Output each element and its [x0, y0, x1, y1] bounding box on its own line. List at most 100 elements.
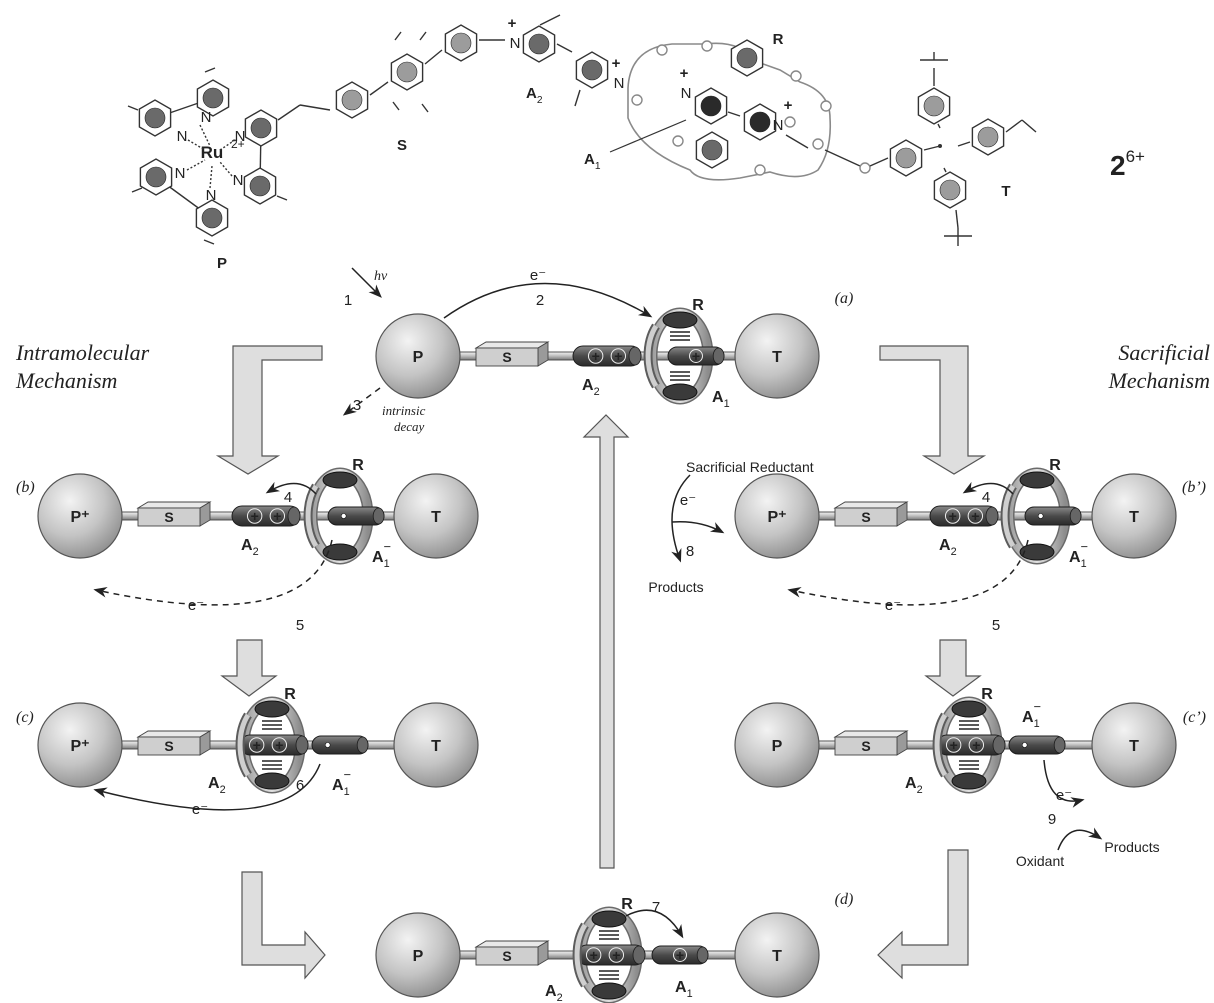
bond — [727, 111, 741, 117]
charge-ring — [689, 349, 703, 363]
station-a2: ++ — [576, 944, 646, 966]
label-main: A — [675, 979, 687, 996]
diagram-labels: IntramolecularMechanismSacrificialMechan… — [15, 267, 1210, 916]
crown-ether-chain — [627, 42, 832, 181]
products-label: Products — [648, 579, 703, 595]
label-subscript: 1 — [687, 988, 693, 1000]
ruthenium-label: Ru — [201, 143, 224, 162]
step-3-label: 3 — [353, 397, 361, 414]
station-a2-label: A2 — [905, 775, 923, 796]
label-subscript: 2 — [594, 386, 600, 398]
station-a1-end — [356, 736, 369, 754]
step-4-prime-label: 4 — [982, 489, 990, 506]
label-main: A — [526, 85, 537, 102]
aromatic-ring-center — [736, 47, 758, 69]
stopper-t-ball: T — [734, 313, 820, 399]
station-a1-end — [1069, 507, 1082, 525]
aromatic-ring-center — [450, 32, 472, 54]
electron-label: e⁻ — [188, 597, 204, 614]
compound-number: 2 — [1110, 150, 1126, 181]
step-2-label: 2 — [536, 292, 544, 309]
electron-label: e⁻ — [1056, 787, 1072, 804]
nitrogen-atom: N — [235, 128, 246, 145]
station-a2-end — [287, 506, 301, 526]
spacer-s-block: S — [474, 341, 550, 367]
stopper-t-ball-label: T — [1129, 509, 1139, 526]
state-label-c: (c) — [16, 709, 34, 726]
stopper-t-ball-label: T — [772, 349, 782, 366]
bond — [937, 123, 941, 129]
station-a2: ++ — [936, 734, 1006, 756]
station-a1 — [311, 735, 369, 755]
bond — [299, 104, 331, 111]
charge-ring — [248, 737, 265, 753]
station-a2-label: A2 — [905, 775, 923, 796]
macrocycle-r-label: R — [352, 457, 364, 474]
charge-ring — [608, 947, 625, 963]
spacer-s-label: S — [861, 509, 870, 525]
station-a2-label: A2 — [582, 377, 600, 398]
electron-label: e⁻ — [680, 492, 696, 509]
positive-charge: + — [251, 508, 259, 524]
stopper-p-ball-label: P⁺ — [70, 509, 89, 526]
stopper-t-ball: T — [734, 912, 820, 998]
flow-arrow-a-to-b-prime — [879, 345, 987, 475]
station-a1-label: A1− — [332, 767, 351, 798]
intrinsic-decay-label: intrinsic — [382, 403, 426, 418]
nitrogen-atom: N — [681, 85, 692, 102]
shuttle-arrow-4 — [265, 481, 317, 495]
compound-label: 26+ — [1110, 147, 1145, 181]
oxidant-electron-arrow — [1043, 759, 1085, 808]
ring-front-highlight — [645, 324, 659, 388]
station-a1-label: A1− — [1022, 699, 1041, 730]
macrocycle-r-label: R — [621, 896, 633, 913]
component-t-label: T — [1001, 183, 1010, 200]
spacer-s-block: S — [474, 940, 550, 966]
state-label-d: (d) — [835, 891, 854, 908]
stopper-p-ball-sphere — [37, 473, 123, 559]
back-electron-transfer-arrow-5 — [93, 539, 333, 606]
spacer-top — [136, 501, 212, 509]
coordination-bond — [209, 165, 213, 189]
photoexcitation-arrow — [351, 267, 382, 298]
oxygen-atom — [631, 94, 643, 106]
station-a1-label: A1− — [1022, 699, 1041, 730]
component-a2-label: A2 — [526, 85, 543, 106]
bond — [556, 43, 573, 53]
stopper-t-ball: T — [393, 473, 479, 559]
spacer-top — [474, 341, 550, 349]
electron-label: e⁻ — [192, 801, 208, 818]
back-electron-transfer-arrow-5-prime — [787, 539, 1029, 606]
stopper-t-ball: T — [1091, 702, 1177, 788]
label-minus: − — [1034, 699, 1041, 714]
spacer-top — [474, 940, 550, 948]
bond — [369, 81, 389, 96]
station-a2: ++ — [929, 505, 999, 527]
bond — [923, 145, 941, 151]
positive-charge: + — [612, 947, 620, 963]
station-a2: ++ — [231, 505, 301, 527]
coordination-bond — [186, 159, 206, 171]
stopper-t-ball-label: T — [1129, 738, 1139, 755]
ring-top-disc — [951, 700, 987, 718]
charge-ring — [968, 737, 985, 753]
stopper-t-ball-label: T — [431, 509, 441, 526]
stopper-t-ball-label: T — [431, 738, 441, 755]
spacer-top — [136, 730, 212, 738]
ring-front-highlight — [237, 713, 251, 777]
stopper-p-ball-sphere — [734, 473, 820, 559]
label-main: A — [905, 775, 917, 792]
label-main: A — [584, 151, 595, 168]
ring-front-highlight — [934, 713, 948, 777]
station-a1-label: A1 — [712, 389, 730, 410]
spacer-front — [834, 507, 898, 527]
macrocycle-r-label: R — [692, 297, 704, 314]
station-a1-label: A1 — [675, 979, 693, 1000]
nitrogen-atom: N — [510, 35, 521, 52]
bond — [539, 14, 561, 26]
ring-bottom-disc — [322, 543, 358, 561]
electron-label: e⁻ — [885, 597, 901, 614]
station-a1-label: A1 — [675, 979, 693, 1000]
step-1-label: 1 — [344, 292, 352, 309]
